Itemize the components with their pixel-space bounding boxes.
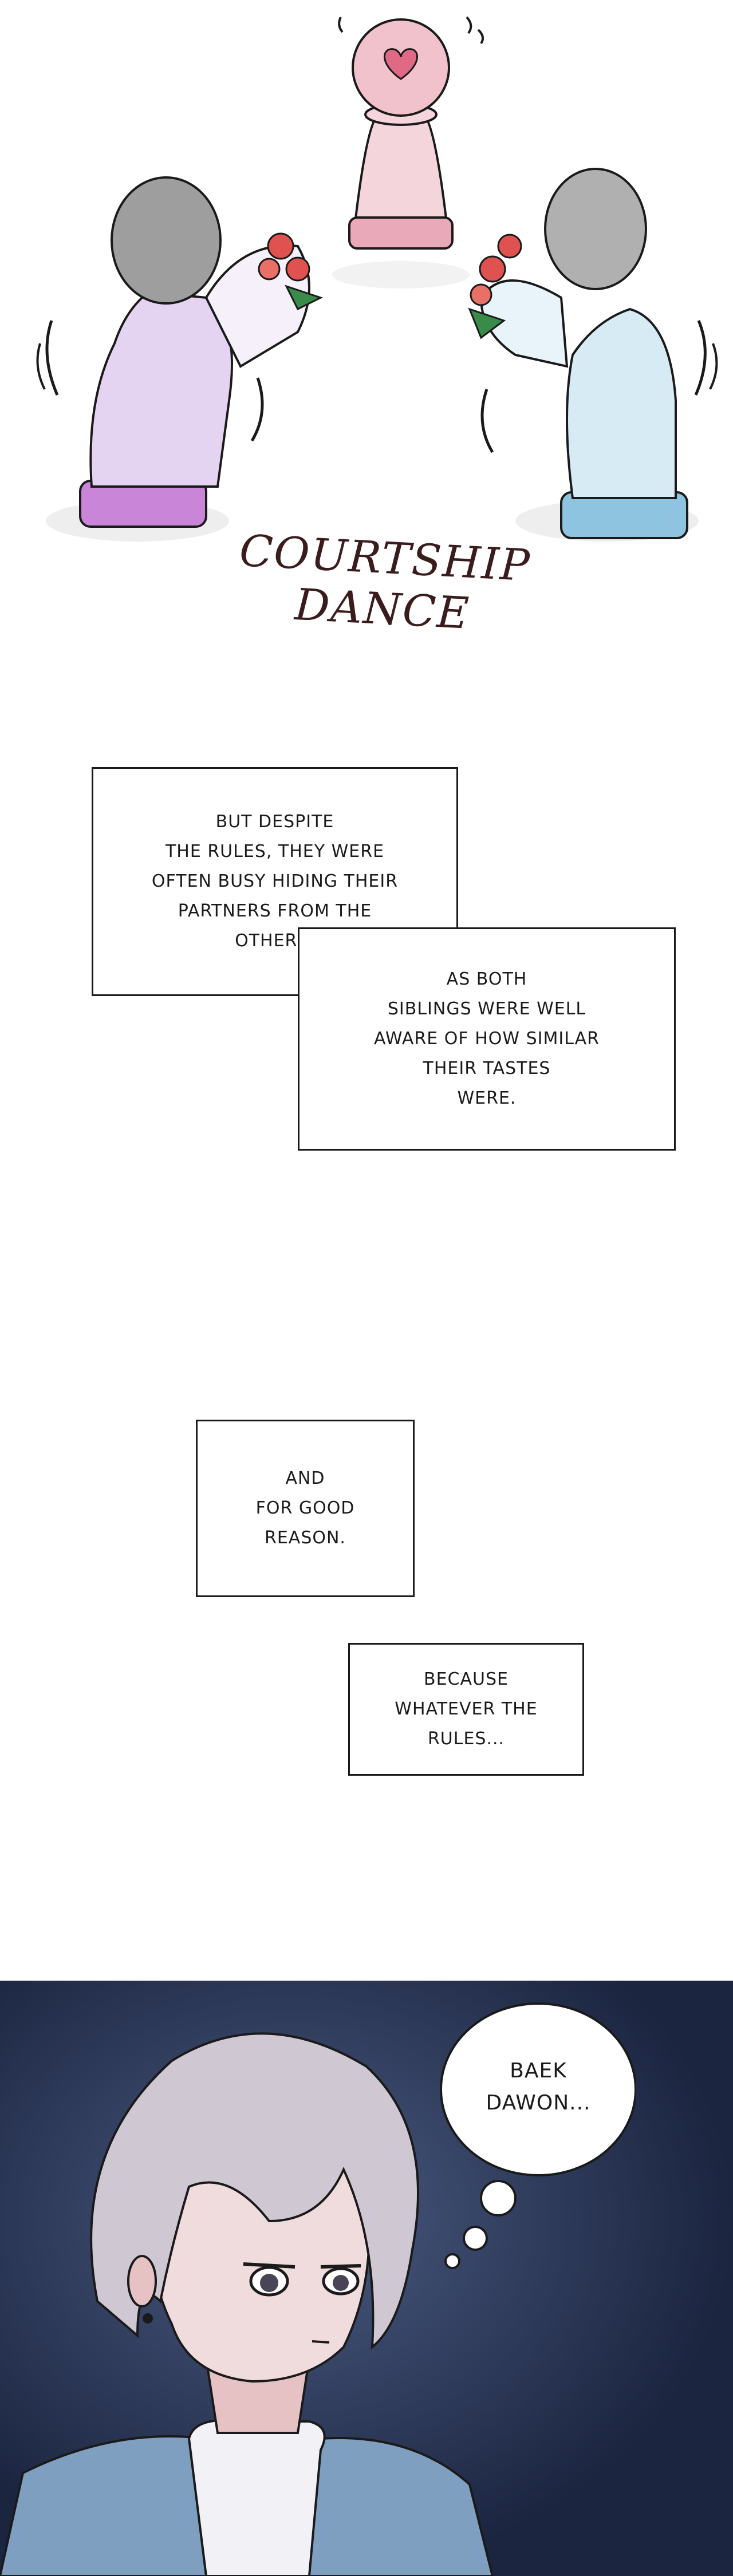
caption-text: BECAUSE WHATEVER THE RULES... bbox=[395, 1669, 538, 1749]
character-illustration bbox=[0, 1981, 733, 2576]
caption-box-despite-rules: BUT DESPITE THE RULES, THEY WERE OFTEN B… bbox=[92, 767, 458, 996]
heart-icon bbox=[384, 48, 418, 80]
panel-character-night: BAEK DAWON... bbox=[0, 1981, 733, 2576]
thought-bubble-text: BAEK DAWON... bbox=[486, 2059, 591, 2115]
thought-bubble bbox=[440, 2002, 636, 2269]
caption-box-good-reason: AND FOR GOOD REASON. bbox=[196, 1420, 415, 1597]
courtship-dance-title: COURTSHIP DANCE bbox=[238, 524, 532, 639]
caption-text: BUT DESPITE THE RULES, THEY WERE OFTEN B… bbox=[151, 812, 399, 951]
caption-box-both-siblings: AS BOTH SIBLINGS WERE WELL AWARE OF HOW … bbox=[298, 927, 676, 1151]
panel-chess-pieces: COURTSHIP DANCE bbox=[0, 0, 733, 639]
caption-box-whatever-rules: BECAUSE WHATEVER THE RULES... bbox=[348, 1643, 584, 1776]
caption-text: AND FOR GOOD REASON. bbox=[255, 1468, 355, 1548]
caption-text: AS BOTH SIBLINGS WERE WELL AWARE OF HOW … bbox=[374, 969, 600, 1108]
blue-knight-piece bbox=[468, 168, 718, 539]
pink-pawn-piece bbox=[338, 16, 484, 250]
chess-pieces-illustration bbox=[36, 16, 718, 542]
purple-knight-piece bbox=[36, 176, 323, 528]
